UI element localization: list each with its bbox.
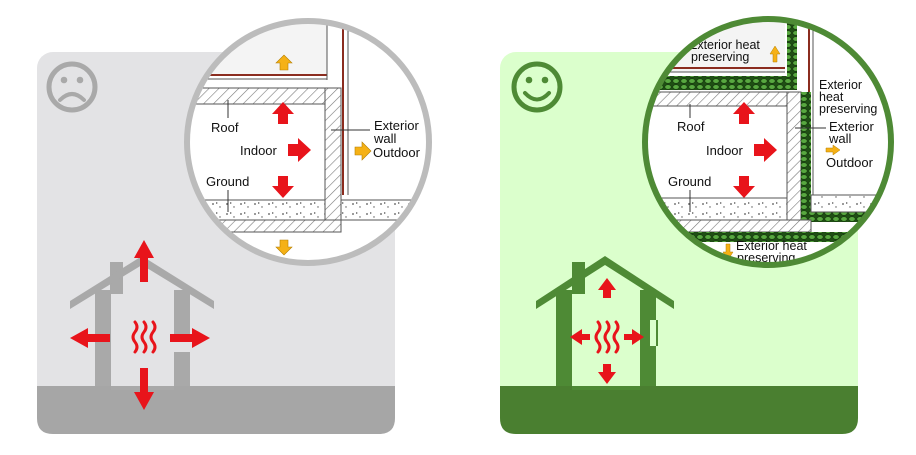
heat-arrow-up xyxy=(134,240,154,282)
label-roof-insulation-line2: preserving xyxy=(691,50,749,64)
ground-heat-arrow xyxy=(272,176,294,198)
ground-escape-arrow xyxy=(275,239,293,256)
good-zoom-circle: Roof Indoor Ground Exterior wall Outdoor… xyxy=(642,16,894,268)
sad-face-icon xyxy=(46,61,98,113)
label-roof-insulation-line1: Exterior heat xyxy=(689,38,760,52)
heat-arrow-right xyxy=(624,329,644,345)
heat-arrow-down xyxy=(134,368,154,410)
good-ground-strip xyxy=(500,386,858,434)
heater-icon xyxy=(131,320,157,354)
roof-escape-arrow xyxy=(275,54,293,71)
ground-heat-arrow xyxy=(733,176,755,198)
label-outdoor: Outdoor xyxy=(826,155,874,170)
roof-heat-arrow xyxy=(733,102,755,124)
label-exterior-wall-line2: wall xyxy=(373,131,397,146)
roof-escape-arrow-small xyxy=(769,45,781,63)
label-outdoor: Outdoor xyxy=(373,145,421,160)
uninsulated-panel: Roof Indoor Ground Exterior wall Outdoor xyxy=(37,18,432,434)
label-indoor: Indoor xyxy=(706,143,744,158)
heat-arrow-up xyxy=(598,278,616,298)
label-roof: Roof xyxy=(211,120,239,135)
label-roof: Roof xyxy=(677,119,705,134)
label-wall-insulation-line2: heat xyxy=(819,90,844,104)
label-ground: Ground xyxy=(668,174,711,189)
heat-arrow-down xyxy=(598,364,616,384)
heater-icon xyxy=(594,320,620,354)
wall-escape-arrow xyxy=(354,141,372,161)
label-ground-insulation-line1: Exterior heat xyxy=(736,239,807,253)
heat-arrow-right xyxy=(170,328,210,348)
label-exterior-wall-line1: Exterior xyxy=(829,119,874,134)
indoor-heat-arrow xyxy=(288,138,311,162)
label-wall-insulation-line1: Exterior xyxy=(819,78,862,92)
label-exterior-wall-line1: Exterior xyxy=(374,118,419,133)
indoor-heat-arrow xyxy=(754,138,777,162)
bad-zoom-circle: Roof Indoor Ground Exterior wall Outdoor xyxy=(184,18,432,266)
heat-loss-arrows xyxy=(70,240,210,410)
roof-heat-arrow xyxy=(272,102,294,124)
insulated-panel: Roof Indoor Ground Exterior wall Outdoor… xyxy=(500,16,894,434)
smiley-face-icon xyxy=(511,61,563,113)
label-ground: Ground xyxy=(206,174,249,189)
retained-heat-arrows xyxy=(570,278,644,384)
label-wall-insulation-line3: preserving xyxy=(819,102,877,116)
label-exterior-wall-line2: wall xyxy=(828,131,852,146)
heat-arrow-left xyxy=(70,328,110,348)
bad-ground-strip xyxy=(37,386,395,434)
heat-arrow-left xyxy=(570,329,590,345)
good-house xyxy=(536,256,674,390)
wall-escape-arrow-small xyxy=(825,144,841,156)
label-indoor: Indoor xyxy=(240,143,278,158)
